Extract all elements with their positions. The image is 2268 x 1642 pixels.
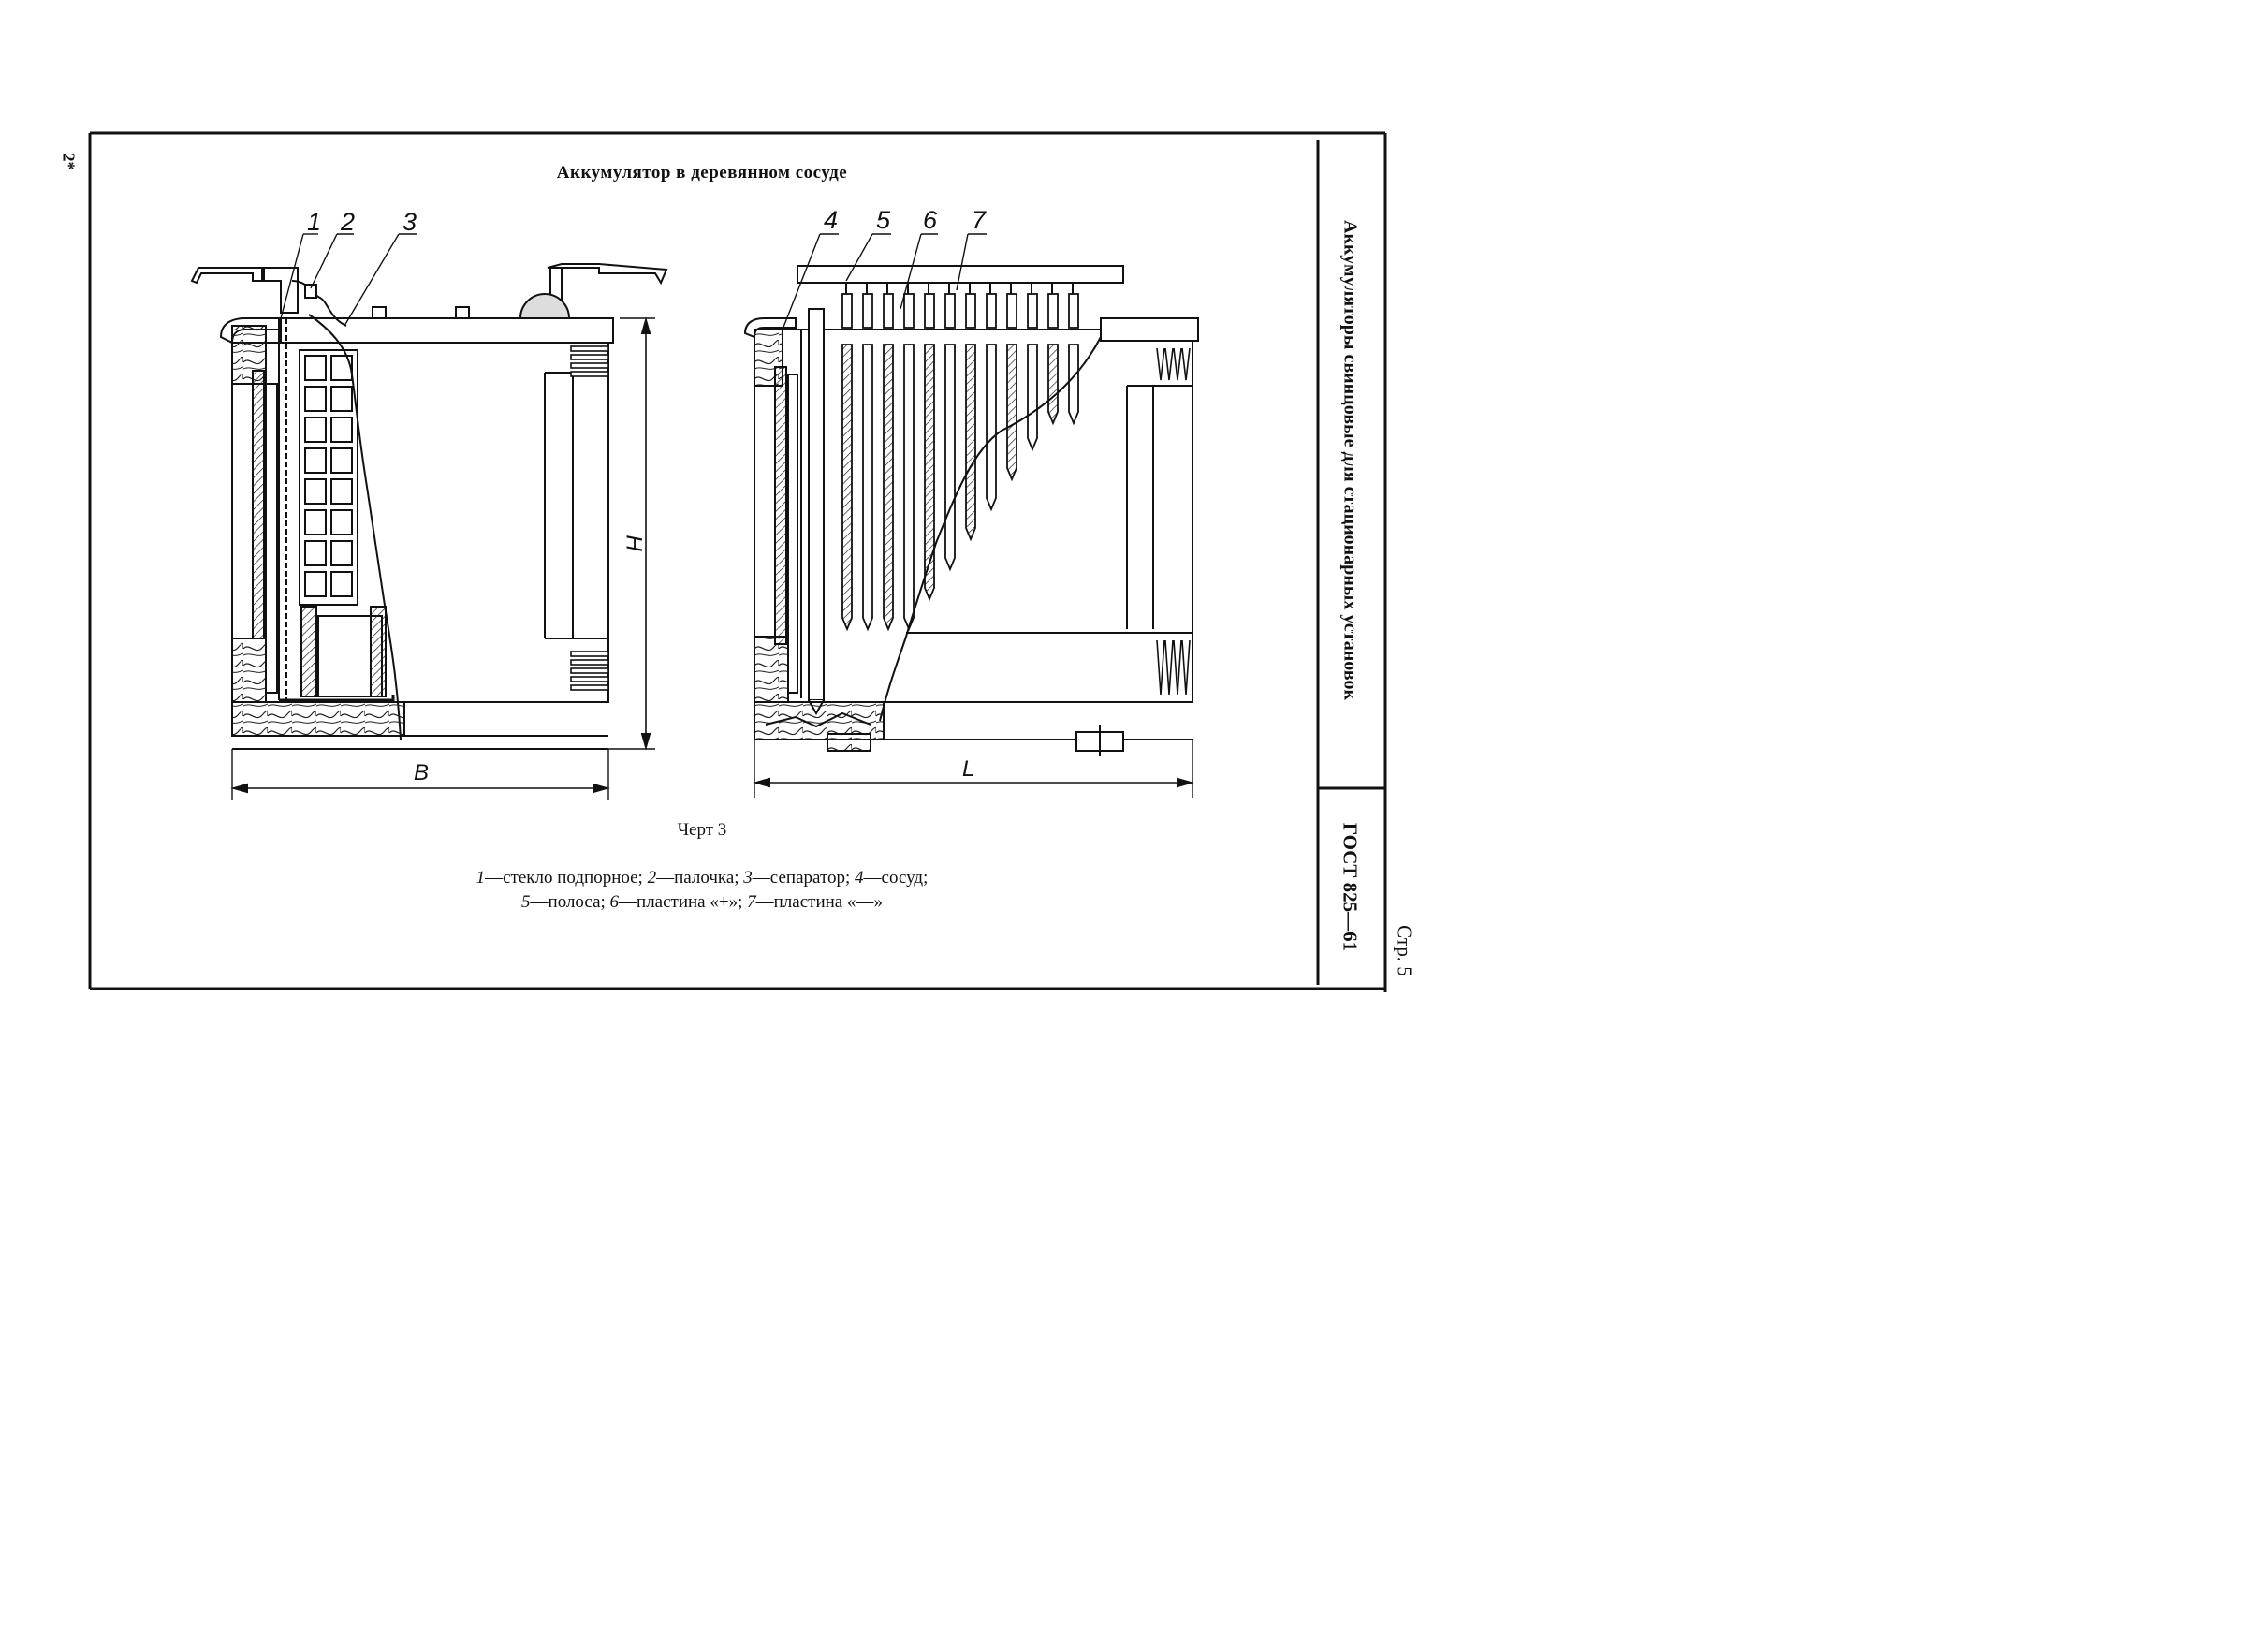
vent-slot — [570, 659, 609, 666]
vent-slot — [570, 676, 609, 682]
drawing-title: Аккумулятор в деревянном сосуде — [556, 163, 848, 183]
callout-7: 7 — [972, 206, 987, 234]
separator-cell — [330, 571, 353, 597]
callout-2: 2 — [341, 208, 356, 236]
plate-head — [903, 293, 915, 329]
vent-slot — [1181, 347, 1191, 381]
separator-cell — [304, 540, 327, 566]
separator-grid — [299, 349, 358, 606]
legend-text: —сепаратор; — [752, 868, 856, 887]
figure-caption: Черт 3 — [677, 820, 727, 840]
right-section-view — [743, 233, 1199, 798]
negative-plate — [903, 344, 915, 632]
separator-cell — [304, 447, 327, 474]
legend-num: 2 — [647, 868, 657, 887]
plate-head — [883, 293, 894, 329]
legend-text: —сосуд; — [863, 868, 929, 887]
legend-text: —стекло подпорное; — [485, 868, 648, 887]
plate-head — [1068, 293, 1079, 329]
plate-head — [986, 293, 997, 329]
separator-cell — [304, 417, 327, 443]
separator-cell — [304, 509, 327, 535]
dimension-width-label: B — [414, 760, 430, 785]
positive-plate — [924, 344, 935, 602]
separator-cell — [304, 571, 327, 597]
separator-cell — [330, 509, 353, 535]
vent-slot — [570, 651, 609, 657]
plate-head — [924, 293, 935, 329]
vent-slot — [1173, 347, 1182, 381]
callout-1: 1 — [307, 208, 322, 236]
plate-head — [862, 293, 873, 329]
legend-num: 6 — [609, 892, 620, 912]
standard-number: ГОСТ 825—61 — [1339, 822, 1362, 952]
legend-num: 5 — [521, 892, 531, 912]
left-section-view — [190, 233, 668, 800]
separator-cell — [330, 355, 353, 381]
negative-plate — [944, 344, 956, 572]
technical-drawing — [88, 131, 1387, 992]
legend-text: —палочка; — [656, 868, 744, 887]
legend-num: 7 — [747, 892, 756, 912]
negative-plate — [986, 344, 997, 512]
separator-cell — [330, 417, 353, 443]
dimension-height-label: H — [621, 535, 647, 551]
legend-num: 4 — [855, 868, 864, 887]
vent-slot — [570, 684, 609, 691]
separator-cell — [330, 447, 353, 474]
positive-plate — [841, 344, 853, 632]
separator-cell — [304, 386, 327, 412]
dimension-length-label: L — [962, 756, 975, 782]
separator-cell — [330, 540, 353, 566]
legend-num: 1 — [476, 868, 486, 887]
callout-4: 4 — [824, 206, 839, 234]
page-number: Стр. 5 — [1393, 925, 1416, 976]
positive-plate — [965, 344, 976, 542]
legend-text: —пластина «—» — [755, 892, 883, 912]
separator-cell — [304, 478, 327, 505]
vent-slot — [1173, 639, 1182, 696]
vent-slot — [570, 667, 609, 674]
side-title: Аккумуляторы свинцовые для стационарных … — [1339, 220, 1361, 700]
vent-slot — [570, 362, 609, 369]
separator-cell — [330, 386, 353, 412]
negative-plate — [862, 344, 873, 632]
negative-plate — [1027, 344, 1038, 452]
callout-3: 3 — [402, 208, 417, 236]
positive-plate — [883, 344, 894, 632]
separator-cell — [304, 355, 327, 381]
vent-slot — [1156, 639, 1165, 696]
plate-head — [1027, 293, 1038, 329]
plate-head — [1047, 293, 1059, 329]
negative-plate — [1068, 344, 1079, 426]
vent-slot — [1156, 347, 1165, 381]
positive-plate — [1047, 344, 1059, 426]
callout-5: 5 — [876, 206, 891, 234]
positive-plate — [1006, 344, 1017, 482]
plate-head — [1006, 293, 1017, 329]
legend-line-1: 1—стекло подпорное; 2—палочка; 3—сепарат… — [0, 868, 1404, 888]
legend-text: —пластина «+»; — [619, 892, 748, 912]
separator-cell — [330, 478, 353, 505]
vent-slot — [1181, 639, 1191, 696]
callout-6: 6 — [923, 206, 938, 234]
page-frame — [88, 131, 1387, 992]
plate-head — [944, 293, 956, 329]
vent-slot — [570, 345, 609, 352]
vent-slot — [1164, 639, 1174, 696]
vent-slot — [570, 371, 609, 377]
legend-line-2: 5—полоса; 6—пластина «+»; 7—пластина «—» — [0, 892, 1404, 913]
legend-text: —полоса; — [530, 892, 610, 912]
plate-head — [965, 293, 976, 329]
legend-num: 3 — [743, 868, 753, 887]
vent-slot — [570, 354, 609, 360]
plate-head — [841, 293, 853, 329]
vent-slot — [1164, 347, 1174, 381]
